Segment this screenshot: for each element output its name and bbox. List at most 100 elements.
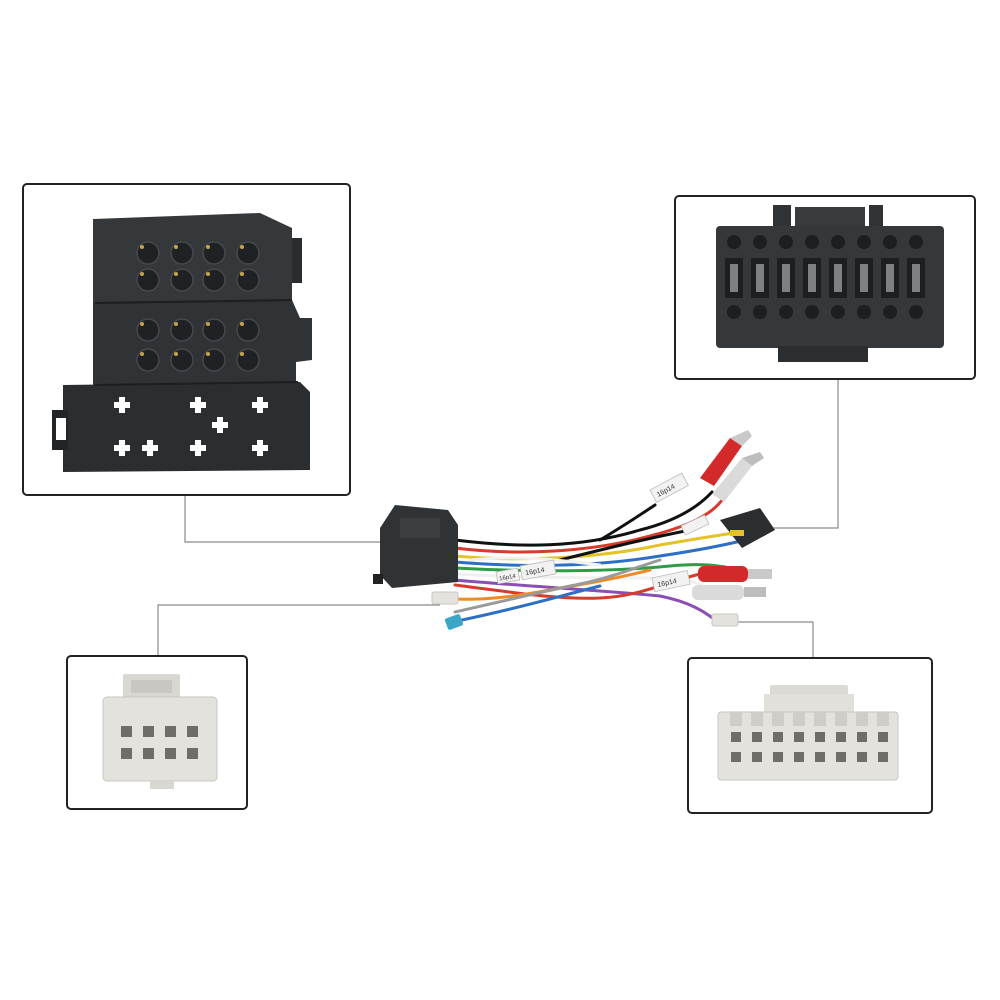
iso-pin-sockets — [136, 241, 260, 372]
rca-plugs-lower — [692, 566, 772, 600]
iso-pin-contact — [206, 352, 210, 356]
sixteen-pin-top-hole — [831, 235, 845, 249]
sixteen-pin-top-hole — [779, 235, 793, 249]
harness-wire — [558, 528, 692, 562]
white-sixteen-pin-hole — [815, 752, 825, 762]
iso-pin-socket — [170, 241, 194, 265]
iso-pin-socket — [236, 348, 260, 372]
sixteen-pin-bottom-hole — [857, 305, 871, 319]
wire-label-tags: 16p14 16p14 16p14 16p14 — [495, 472, 710, 593]
wire-tag-label: 16p14 — [657, 578, 678, 589]
white-sixteen-pin-hole — [794, 732, 804, 742]
harness-white-connectors — [431, 591, 739, 627]
harness-wire — [453, 538, 747, 567]
sixteen-pin-bottom-hole — [753, 305, 767, 319]
iso-pin-contact — [240, 352, 244, 356]
sixteen-pin-top-hole — [727, 235, 741, 249]
iso-cross-window — [217, 417, 223, 433]
sixteen-pin-bottom-hole — [727, 305, 741, 319]
sixteen-pin-connector-icon — [716, 205, 944, 362]
leader-line-top-left — [184, 496, 385, 543]
iso-pin-contact — [240, 322, 244, 326]
iso-pin-contact — [206, 245, 210, 249]
white-sixteen-pin-tabs — [730, 712, 889, 726]
iso-pin-socket — [202, 348, 226, 372]
eight-pin-hole — [121, 748, 132, 759]
sixteen-pin-terminal — [912, 264, 920, 292]
iso-pin-contact — [240, 245, 244, 249]
white-sixteen-pin-holes — [731, 732, 888, 762]
iso-cross-window — [257, 397, 263, 413]
sixteen-pin-bottom-hole — [805, 305, 819, 319]
sixteen-pin-bottom-hole — [909, 305, 923, 319]
rca-plugs-upper — [700, 430, 764, 502]
sixteen-pin-terminal — [808, 264, 816, 292]
iso-pin-socket — [202, 268, 226, 292]
white-sixteen-pin-tab — [730, 712, 742, 726]
iso-pin-contact — [174, 272, 178, 276]
iso-pin-contact — [174, 245, 178, 249]
harness-wires — [438, 490, 747, 622]
harness-wire — [460, 584, 602, 622]
white-sixteen-pin-hole — [836, 752, 846, 762]
white-sixteen-pin-tab — [772, 712, 784, 726]
iso-pin-contact — [140, 272, 144, 276]
white-sixteen-pin-tab — [814, 712, 826, 726]
iso-pin-contact — [140, 352, 144, 356]
sixteen-pin-bottom-hole — [883, 305, 897, 319]
white-sixteen-pin-tab — [751, 712, 763, 726]
harness-wire — [598, 503, 657, 542]
iso-pin-socket — [236, 318, 260, 342]
white-sixteen-pin-hole — [752, 732, 762, 742]
eight-pin-hole — [165, 748, 176, 759]
iso-pin-socket — [170, 348, 194, 372]
iso-pin-contact — [206, 272, 210, 276]
white-sixteen-pin-hole — [857, 732, 867, 742]
iso-pin-contact — [174, 352, 178, 356]
iso-cross-window — [195, 397, 201, 413]
sixteen-pin-top-holes — [727, 235, 923, 249]
sixteen-pin-bottom-hole — [831, 305, 845, 319]
white-sixteen-pin-hole — [731, 732, 741, 742]
iso-cross-window — [119, 397, 125, 413]
sixteen-pin-top-hole — [857, 235, 871, 249]
white-sixteen-pin-hole — [794, 752, 804, 762]
leader-line-top-right — [765, 380, 839, 529]
harness-wire — [453, 558, 662, 614]
iso-cross-window — [119, 440, 125, 456]
harness-wire — [468, 556, 602, 567]
white-sixteen-pin-hole — [773, 752, 783, 762]
sixteen-pin-top-hole — [753, 235, 767, 249]
white-sixteen-pin-hole — [836, 732, 846, 742]
leader-lines — [157, 380, 839, 657]
eight-pin-hole — [143, 726, 154, 737]
black-iso-connector-panel — [22, 183, 351, 496]
sixteen-pin-terminal — [756, 264, 764, 292]
white-sixteen-pin-tab — [877, 712, 889, 726]
wire-harness: 16p14 16p14 16p14 16p14 — [373, 430, 775, 630]
iso-pin-socket — [136, 348, 160, 372]
iso-pin-contact — [174, 322, 178, 326]
white-sixteen-pin-hole — [731, 752, 741, 762]
wire-tag-label: 16p14 — [499, 574, 517, 583]
white-sixteen-pin-connector-icon — [717, 685, 899, 781]
iso-cross-window — [147, 440, 153, 456]
sixteen-pin-terminal — [860, 264, 868, 292]
harness-wire — [453, 490, 714, 547]
white-sixteen-pin-tab — [793, 712, 805, 726]
iso-cross-window — [195, 440, 201, 456]
eight-pin-hole — [143, 748, 154, 759]
iso-pin-contact — [140, 245, 144, 249]
iso-pin-socket — [136, 241, 160, 265]
sixteen-pin-bottom-holes — [727, 305, 923, 319]
white-8-pin-connector-panel — [66, 655, 248, 810]
eight-pin-hole — [121, 726, 132, 737]
sixteen-pin-top-hole — [909, 235, 923, 249]
eight-pin-hole — [165, 726, 176, 737]
iso-cross-windows — [114, 397, 268, 456]
sixteen-pin-top-hole — [883, 235, 897, 249]
iso-pin-contact — [140, 322, 144, 326]
iso-pin-socket — [202, 318, 226, 342]
iso-connector-icon — [52, 213, 312, 472]
sixteen-pin-bottom-hole — [779, 305, 793, 319]
